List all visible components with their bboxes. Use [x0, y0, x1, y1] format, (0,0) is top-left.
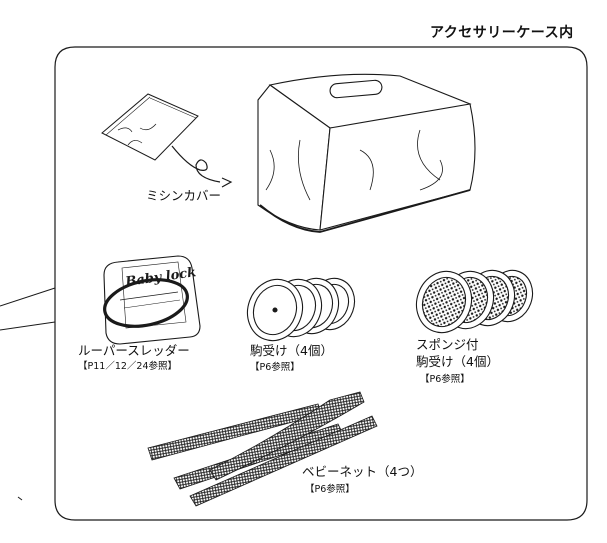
- threader-wire-icon: [103, 278, 189, 328]
- page-heading: アクセサリーケース内: [430, 25, 574, 41]
- sponge-feet-label-line2: 駒受け（4個）: [416, 354, 499, 369]
- sponge-feet-label-line1: スポンジ付: [416, 337, 479, 352]
- presser-feet-ref: 【P6参照】: [250, 362, 300, 373]
- arrow-icon: [171, 145, 221, 183]
- sponge-feet-ref: 【P6参照】: [420, 374, 470, 385]
- machine-cover-icon: [257, 73, 476, 233]
- cover-packet-icon: [101, 93, 199, 161]
- baby-net-label: ベビーネット（4つ）: [302, 464, 423, 479]
- looper-threader-ref: 【P11／12／24参照】: [78, 361, 177, 372]
- baby-net-ref: 【P6参照】: [305, 484, 355, 495]
- presser-feet-label: 駒受け（4個）: [250, 343, 333, 358]
- looper-threader-label: ルーパースレッダー: [78, 343, 190, 358]
- machine-cover-label: ミシンカバー: [146, 188, 222, 203]
